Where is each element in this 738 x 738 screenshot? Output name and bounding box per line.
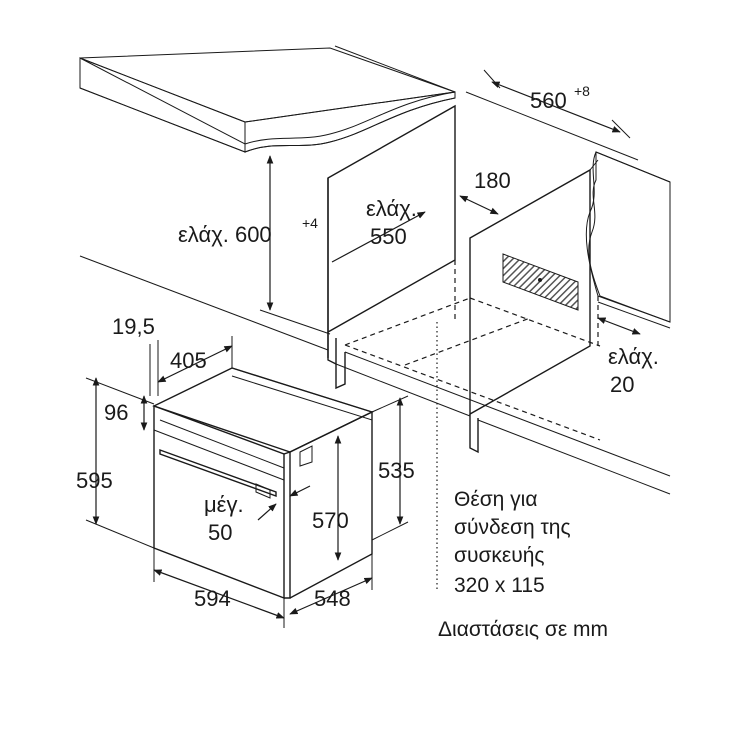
label-548: 548 — [314, 586, 351, 611]
label-600: ελάχ. 600 — [178, 222, 272, 247]
note-connection-line3: συσκευής — [454, 544, 545, 567]
label-405: 405 — [170, 348, 207, 373]
dim-arrow-50-b — [289, 485, 311, 497]
label-570: 570 — [312, 508, 349, 533]
label-50-line2: 50 — [208, 520, 232, 545]
label-595: 595 — [76, 468, 113, 493]
worktop-back-edge — [334, 45, 456, 93]
dim-line-180 — [459, 195, 499, 215]
dim-arrow-50 — [257, 503, 277, 521]
label-560-tolerance: +8 — [574, 83, 590, 99]
label-535: 535 — [378, 458, 415, 483]
dim-line-405 — [157, 345, 233, 383]
note-connection-line2: σύνδεση της — [454, 516, 571, 539]
label-550-line1: ελάχ. — [366, 196, 417, 221]
vent-center-dot — [538, 278, 542, 282]
label-560: 560 — [530, 88, 567, 113]
dim-arrow-550 — [331, 211, 426, 263]
dim-line-594 — [153, 569, 285, 619]
floor-lines — [79, 255, 671, 495]
label-600-tolerance: +4 — [302, 215, 318, 231]
worktop-left — [79, 47, 456, 153]
oven — [152, 367, 374, 600]
cabinet-right-panel — [469, 159, 599, 454]
note-connection-line4: 320 x 115 — [454, 574, 545, 597]
label-20-line2: 20 — [610, 372, 634, 397]
label-50-line1: μέγ. — [204, 492, 244, 517]
note-connection-line1: Θέση για — [454, 488, 537, 511]
vent-opening — [502, 253, 579, 311]
dim-line-548 — [289, 577, 373, 615]
label-20-line1: ελάχ. — [608, 344, 659, 369]
niche-outline — [344, 260, 601, 441]
worktop-right — [585, 151, 671, 329]
label-550-line2: 550 — [370, 224, 407, 249]
dim-line-560 — [491, 81, 621, 133]
label-96: 96 — [104, 400, 128, 425]
note-units: Διαστάσεις σε mm — [438, 618, 608, 641]
dim-line-20 — [597, 317, 641, 335]
label-180: 180 — [474, 168, 511, 193]
label-19-5: 19,5 — [112, 314, 155, 339]
label-594: 594 — [194, 586, 231, 611]
